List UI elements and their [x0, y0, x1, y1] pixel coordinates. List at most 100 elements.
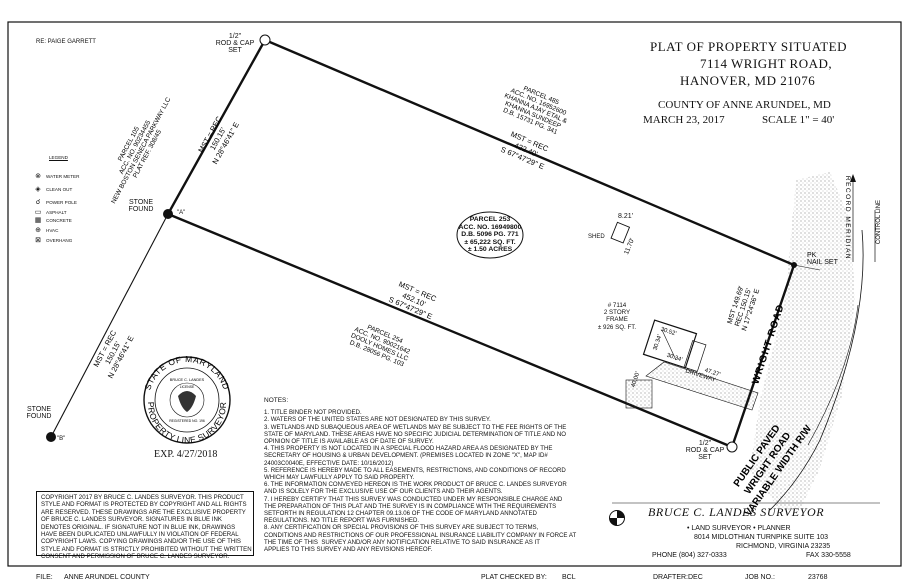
rod-cap-bottom-label: 1/2" ROD & CAP SET — [685, 440, 725, 461]
rod-cap-bottom — [726, 441, 738, 453]
footer-drafter-value: DEC — [688, 574, 703, 581]
seal-center-3: REGISTERED NO. 196 — [169, 419, 205, 423]
note-line: SETFORTH IN REGULATION 12 CHAPTER 09.13.… — [264, 510, 537, 518]
water-meter-icon: ⊗ — [35, 173, 41, 180]
stone-b-tag: "B" — [57, 436, 66, 442]
overhang-icon: ⊠ — [35, 237, 41, 244]
tie-line-stone-b — [50, 213, 169, 438]
house-outline — [642, 319, 698, 369]
parcel-253-label: PARCEL 253 ACC. NO. 16949800 D.B. 5096 P… — [458, 216, 522, 254]
note-line: 6. THE INFORMATION CONVEYED HEREON IS TH… — [264, 481, 567, 489]
note-line: 2. WATERS OF THE UNITED STATES ARE NOT D… — [264, 416, 491, 424]
legend-item: ☌POWER POLE — [33, 198, 123, 207]
re-client: RE: PAIGE GARRETT — [36, 39, 96, 45]
north-arrow — [609, 510, 625, 526]
note-line: OPINION OF TITLE IS AVAILABLE AS OF DATE… — [264, 438, 434, 446]
svg-text:47.27': 47.27' — [704, 368, 721, 379]
house-dim-line — [661, 329, 677, 361]
record-meridian-label: RECORD MERIDIAN — [844, 176, 851, 260]
stone-a — [163, 209, 173, 219]
parcel-253-ellipse — [456, 211, 524, 259]
note-line: 1. TITLE BINDER NOT PROVIDED. — [264, 409, 362, 417]
county-label: COUNTY OF ANNE ARUNDEL, MD — [658, 99, 831, 111]
svg-text:30.52': 30.52' — [660, 327, 677, 338]
asphalt-icon: ▭ — [34, 209, 42, 216]
shed-dim-rotated: 11.70' — [623, 237, 636, 255]
meridian-arrow — [850, 174, 856, 182]
rod-cap-top — [259, 34, 271, 46]
parcel-254-label: PARCEL 254 ACC. NO. 90021642 DOOLY HOMES… — [349, 324, 412, 369]
porch — [683, 340, 707, 372]
footer-job-value: 23768 — [808, 574, 828, 581]
copyright-box: COPYRIGHT 2017 BY BRUCE C. LANDES SURVEY… — [36, 491, 254, 560]
stone-a-tag: "A" — [177, 210, 186, 216]
note-line: 4. THIS PROPERTY IS NOT LOCATED IN A SPE… — [264, 445, 553, 453]
pk-tie-line — [793, 264, 821, 271]
svg-text:CONTROL LINE: CONTROL LINE — [876, 200, 882, 244]
svg-text:11.70': 11.70' — [623, 237, 636, 255]
shed-dim-1: 8.21' — [618, 213, 633, 220]
stone-b-label: STONE FOUND — [26, 406, 52, 420]
note-line: 7. I HEREBY CERTIFY THAT THIS SURVEY WAS… — [264, 495, 563, 503]
footer-file-value: ANNE ARUNDEL COUNTY — [64, 574, 150, 581]
firm-address-1: 8014 MIDLOTHIAN TURNPIKE SUITE 103 — [694, 534, 829, 541]
footer-checked-value: BCL — [562, 574, 576, 581]
road-edge — [769, 229, 864, 511]
seal-expiry: EXP. 4/27/2018 — [154, 449, 218, 460]
footer-checked-label: PLAT CHECKED BY: — [481, 574, 547, 581]
note-line: 8. ANY CERTIFICATION OR SPECIAL PROVISIO… — [264, 524, 539, 532]
copyright-line: ARE RESERVED. THESE DRAWINGS ARE THE EXC… — [41, 508, 246, 516]
house-label: # 7114 2 STORY FRAME ± 926 SQ. FT. — [597, 302, 637, 331]
copyright-line: STYLE AND FORMAT IS PROTECTED BY COPYRIG… — [41, 501, 247, 509]
legend-item: ▦CONCRETE — [34, 217, 72, 224]
firm-fax: FAX 330-5558 — [806, 552, 851, 559]
copyright-line: STYLE AND FORMAT IS STRICTLY PROHIBITED … — [41, 545, 252, 553]
house-dim-3: 30.34' — [666, 353, 683, 364]
power-pole-icon: ☌ — [35, 199, 41, 206]
firm-name: BRUCE C. LANDES SURVEYOR — [648, 505, 825, 519]
svg-text:40.00': 40.00' — [631, 371, 642, 388]
seal-emblem — [178, 391, 196, 412]
shed-outline — [610, 221, 631, 244]
legend-item: ⊠OVERHANG — [33, 236, 123, 245]
footer-file-label: FILE: — [36, 574, 53, 581]
note-line: WHICH MAY LAWFULLY APPLY TO SAID PROPERT… — [264, 474, 415, 482]
note-line: 3. WETLANDS AND SUBAQUEOUS AREA OF WETLA… — [264, 423, 567, 431]
east-boundary-label: MST 149.69' REC 150.15' N 17°24'36" E — [727, 285, 762, 332]
legend-item: ▭ASPHALT — [34, 209, 67, 216]
control-line-label: CONTROL LINE — [876, 200, 882, 244]
note-line: 5. REFERENCE IS HEREBY MADE TO ALL EASEM… — [264, 466, 566, 474]
note-line: SECRETARY OF HOUSING & URBAN DEVELOPMENT… — [264, 452, 548, 460]
surveyor-seal: STATE OF MARYLAND PROPERTY LINE SURVEYOR… — [143, 354, 231, 445]
footer-drafter-label: DRAFTER: — [653, 574, 688, 581]
parcel-485-label: PARCEL 485 ACC. NO. 16952600 KHANNA AJAY… — [502, 85, 569, 136]
southwest-boundary-label: MST = REC 150.15' N 28°46'41" E — [91, 328, 135, 380]
note-line: REGULATIONS. NO TITLE REPORT WAS FURNISH… — [264, 517, 420, 525]
pk-nail — [791, 262, 797, 268]
note-line: THE PREPARATION OF THIS PLAT AND THE SUR… — [264, 502, 557, 510]
stone-a-label: STONE FOUND — [128, 199, 154, 213]
house-dim-2: 30.34' — [653, 334, 664, 351]
road-edge-2 — [807, 304, 859, 446]
plat-title-1: PLAT OF PROPERTY SITUATED — [650, 39, 847, 54]
clean-out-icon: ◈ — [35, 186, 41, 193]
firm-phone: PHONE (804) 327-0333 — [652, 552, 727, 559]
plat-date: MARCH 23, 2017 — [643, 114, 725, 126]
stone-b — [46, 432, 56, 442]
firm-services: • LAND SURVEYOR • PLANNER — [687, 525, 791, 532]
note-line: STATE OF MARYLAND. THESE AREAS HAVE NO S… — [264, 430, 567, 438]
notes-block: NOTES: 1. TITLE BINDER NOT PROVIDED. 2. … — [264, 397, 609, 553]
drive-dim-2: 40.00' — [631, 371, 642, 388]
plat-title-3: HANOVER, MD 21076 — [680, 73, 816, 88]
svg-text:30.34': 30.34' — [653, 334, 664, 351]
road-pavement — [750, 172, 855, 510]
legend-item: ◈CLEAN OUT — [33, 185, 123, 194]
copyright-line: DENOTES ORIGINAL. IF SIGNATURE NOT IN BL… — [41, 523, 236, 531]
svg-text:30.34': 30.34' — [666, 353, 683, 364]
house-dim-1: 30.52' — [660, 327, 677, 338]
copyright-line: COPYRIGHT 2017 BY BRUCE C. LANDES SURVEY… — [41, 494, 244, 501]
plat-scale: SCALE 1" = 40' — [762, 114, 835, 126]
legend-title: LEGEND — [49, 155, 68, 160]
north-boundary-label: MST = REC 422.40' S 67°47'29" E — [499, 129, 550, 171]
